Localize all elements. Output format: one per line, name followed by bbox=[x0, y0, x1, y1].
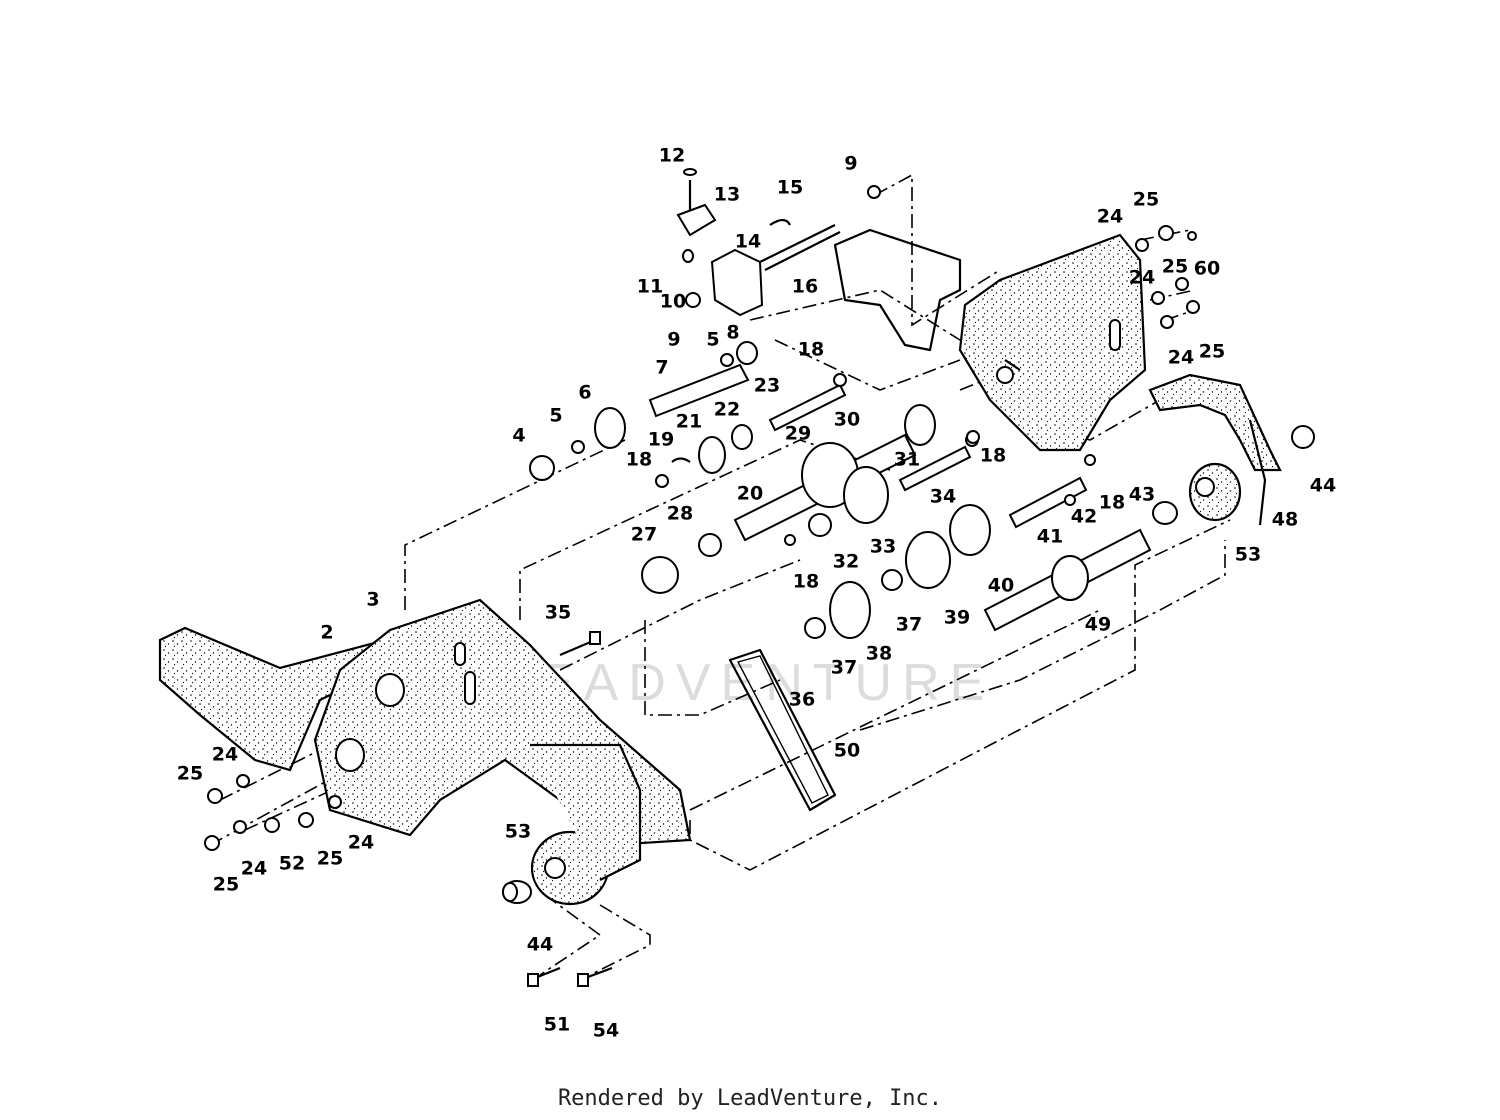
callout-c-33: 33 bbox=[870, 536, 896, 558]
callout-c-14: 14 bbox=[735, 231, 761, 253]
callout-c-40: 40 bbox=[988, 575, 1014, 597]
left-hardware bbox=[204, 774, 342, 851]
callout-c-52: 52 bbox=[279, 853, 305, 875]
callout-c-53b: 53 bbox=[1235, 544, 1261, 566]
callout-c-20: 20 bbox=[737, 483, 763, 505]
callout-c-7: 7 bbox=[655, 357, 668, 379]
callout-c-25d: 25 bbox=[1133, 189, 1159, 211]
right-wheel-hub bbox=[1188, 462, 1242, 522]
callout-c-19: 19 bbox=[648, 429, 674, 451]
bushing-43 bbox=[1152, 501, 1178, 525]
right-bushing bbox=[1291, 425, 1315, 449]
right-rear-box bbox=[833, 228, 962, 352]
callout-c-6: 6 bbox=[578, 382, 591, 404]
callout-c-12: 12 bbox=[659, 145, 685, 167]
callout-c-15: 15 bbox=[777, 177, 803, 199]
callout-c-39: 39 bbox=[944, 607, 970, 629]
callout-c-50: 50 bbox=[834, 740, 860, 762]
callout-c-44b: 44 bbox=[1310, 475, 1336, 497]
callout-c-43: 43 bbox=[1129, 484, 1155, 506]
callout-c-44a: 44 bbox=[527, 934, 553, 956]
callout-c-28: 28 bbox=[667, 503, 693, 525]
top-assembly bbox=[676, 168, 881, 317]
callout-c-25e: 25 bbox=[1162, 256, 1188, 278]
callout-c-25c: 25 bbox=[213, 874, 239, 896]
callout-c-18e: 18 bbox=[793, 571, 819, 593]
callout-c-51: 51 bbox=[544, 1014, 570, 1036]
callout-c-48: 48 bbox=[1272, 509, 1298, 531]
callout-c-24f: 24 bbox=[1168, 347, 1194, 369]
callout-c-5a: 5 bbox=[706, 329, 719, 351]
callout-c-27: 27 bbox=[631, 524, 657, 546]
left-bushing bbox=[502, 880, 532, 904]
callout-c-38: 38 bbox=[866, 643, 892, 665]
callout-c-10: 10 bbox=[660, 291, 686, 313]
left-wheel-hub bbox=[530, 743, 642, 906]
callout-c-9a: 9 bbox=[844, 153, 857, 175]
right-shroud bbox=[1148, 373, 1282, 526]
callout-c-18c: 18 bbox=[980, 445, 1006, 467]
callout-c-18d: 18 bbox=[1099, 492, 1125, 514]
callout-c-37b: 37 bbox=[831, 657, 857, 679]
callout-c-36: 36 bbox=[789, 689, 815, 711]
callout-c-24b: 24 bbox=[348, 832, 374, 854]
callout-c-25a: 25 bbox=[177, 763, 203, 785]
callout-c-21: 21 bbox=[676, 411, 702, 433]
callout-c-24a: 24 bbox=[212, 744, 238, 766]
callout-c-25b: 25 bbox=[317, 848, 343, 870]
callout-c-24c: 24 bbox=[241, 858, 267, 880]
callout-c-32: 32 bbox=[833, 551, 859, 573]
callout-c-31: 31 bbox=[894, 449, 920, 471]
footer-credit: Rendered by LeadVenture, Inc. bbox=[557, 1086, 943, 1111]
callout-c-3: 3 bbox=[366, 589, 379, 611]
callout-c-9b: 9 bbox=[667, 329, 680, 351]
callout-c-22: 22 bbox=[714, 399, 740, 421]
callout-c-34: 34 bbox=[930, 486, 956, 508]
callout-c-35: 35 bbox=[545, 602, 571, 624]
right-frame bbox=[958, 233, 1147, 452]
callout-c-11: 11 bbox=[637, 276, 663, 298]
callout-c-18b: 18 bbox=[626, 449, 652, 471]
callout-c-2: 2 bbox=[320, 622, 333, 644]
callout-c-24e: 24 bbox=[1129, 267, 1155, 289]
callout-c-49: 49 bbox=[1085, 614, 1111, 636]
callout-c-18a: 18 bbox=[798, 339, 824, 361]
callout-c-41: 41 bbox=[1037, 526, 1063, 548]
drive-belt bbox=[728, 648, 837, 812]
callout-c-30: 30 bbox=[834, 409, 860, 431]
callout-c-29: 29 bbox=[785, 423, 811, 445]
callout-c-13: 13 bbox=[714, 184, 740, 206]
callout-c-42: 42 bbox=[1071, 506, 1097, 528]
callout-c-5b: 5 bbox=[549, 405, 562, 427]
callout-c-60: 60 bbox=[1194, 258, 1220, 280]
callout-c-53a: 53 bbox=[505, 821, 531, 843]
callout-c-54: 54 bbox=[593, 1020, 619, 1042]
shafts-and-gears bbox=[529, 341, 1152, 657]
callout-c-8: 8 bbox=[726, 322, 739, 344]
callout-c-25f: 25 bbox=[1199, 341, 1225, 363]
callout-c-16: 16 bbox=[792, 276, 818, 298]
right-hardware bbox=[1135, 225, 1200, 329]
bolts bbox=[527, 966, 613, 987]
callout-c-24d: 24 bbox=[1097, 206, 1123, 228]
callout-c-23: 23 bbox=[754, 375, 780, 397]
callout-c-37a: 37 bbox=[896, 614, 922, 636]
callout-c-4: 4 bbox=[512, 425, 525, 447]
